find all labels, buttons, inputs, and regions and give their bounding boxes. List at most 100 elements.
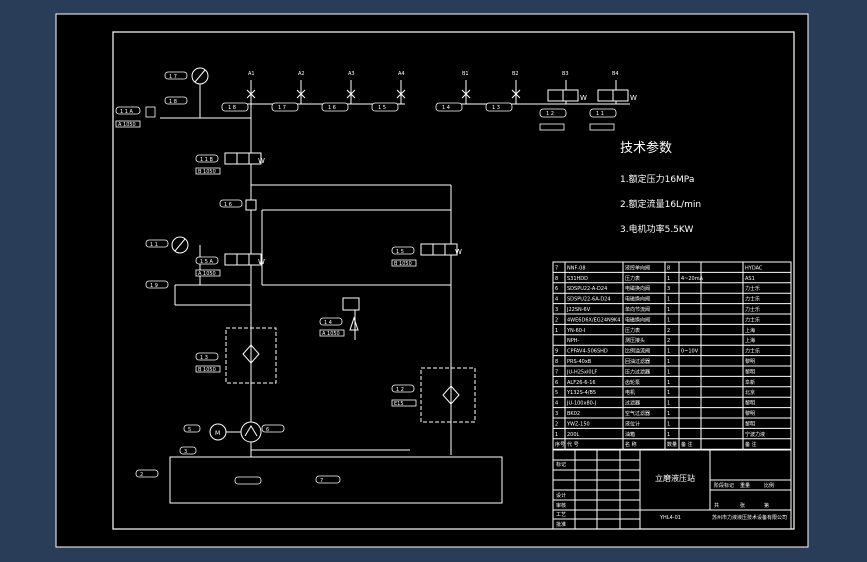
bom-header-cell: 备 注 bbox=[681, 441, 693, 448]
bom-cell: 1 bbox=[667, 297, 670, 303]
drawing-frame bbox=[112, 31, 795, 530]
tag-label: 1 5 bbox=[378, 105, 386, 111]
bom-cell: 1 bbox=[667, 411, 670, 417]
bom-cell: 2 bbox=[667, 338, 670, 344]
bom-cell: 电磁换向阀 bbox=[625, 316, 650, 323]
bom-header-cell: 数量 bbox=[667, 441, 677, 448]
bom-cell: 压力表 bbox=[625, 327, 640, 334]
notes-title: 技术参数 bbox=[620, 140, 672, 156]
company-name: 苏州市力液液压技术设备有限公司 bbox=[712, 514, 787, 521]
tb-label: 标记 bbox=[556, 461, 566, 468]
drawing-name: 立磨液压站 bbox=[655, 473, 695, 483]
tag-label: B 1050 bbox=[198, 169, 216, 175]
bom-cell: 6 bbox=[555, 380, 558, 386]
valve-label: A1 bbox=[248, 71, 255, 77]
bom-cell: 1 bbox=[667, 380, 670, 386]
note-1: 1.额定压力16MPa bbox=[620, 173, 694, 185]
bom-cell: 9 bbox=[555, 349, 558, 355]
valve-b3: W bbox=[547, 80, 587, 104]
tag-label: 2 bbox=[140, 472, 143, 478]
tag-label: 1 4 bbox=[442, 105, 450, 111]
bom-cell: 8 bbox=[667, 265, 670, 271]
bom-cell: 7 bbox=[555, 265, 558, 271]
bom-cell: 力士乐 bbox=[745, 306, 760, 313]
bom-cell: 液位计 bbox=[625, 420, 640, 427]
bom-cell: 6 bbox=[555, 286, 558, 292]
tb-label: 共 bbox=[714, 502, 719, 509]
tag-label: 1 2 bbox=[546, 111, 554, 117]
tag-label: 1 2 bbox=[396, 387, 404, 393]
tag-label: 1 1 A bbox=[120, 109, 134, 115]
bom-cell: 上海 bbox=[745, 327, 755, 334]
tb-label: 审核 bbox=[556, 502, 566, 509]
bom-cell: 黎明 bbox=[745, 358, 755, 365]
bom-cell: 力士乐 bbox=[745, 348, 760, 355]
bom-cell: 1 bbox=[555, 432, 558, 438]
bom-cell: JU-100x80-J bbox=[566, 401, 596, 407]
bom-cell: 0~10V bbox=[681, 349, 699, 355]
valve-b4: W bbox=[597, 80, 637, 104]
bom-cell: 2 bbox=[555, 421, 558, 427]
note-3: 3.电机功率5.5KW bbox=[620, 223, 693, 235]
note-2: 2.额定流量16L/min bbox=[620, 198, 701, 210]
solenoid-mark: W bbox=[258, 157, 265, 165]
tag-label: 1 9 bbox=[150, 283, 158, 289]
tag-label: A 1050 bbox=[198, 271, 216, 277]
bom-cell: HYDAC bbox=[745, 265, 763, 271]
tag-label: 7 bbox=[320, 478, 323, 484]
tag-label: A 1050 bbox=[322, 331, 340, 337]
solenoid-valve-upper: W bbox=[224, 152, 265, 165]
tag-label: 5 bbox=[188, 427, 191, 433]
bom-cell: 1 bbox=[667, 307, 670, 313]
valve-b1 bbox=[461, 80, 471, 104]
svg-text:W: W bbox=[580, 94, 587, 102]
tb-label: 张 bbox=[740, 502, 745, 509]
bom-cell: 1 bbox=[667, 317, 670, 323]
valve-label: A3 bbox=[348, 71, 355, 77]
tag-label: 6 bbox=[266, 427, 269, 433]
bom-cell: 回油过滤器 bbox=[625, 358, 650, 365]
bom-cell: 1 bbox=[667, 390, 670, 396]
bom-header-cell: 名 称 bbox=[625, 441, 637, 448]
bom-cell: 4 bbox=[555, 297, 558, 303]
tag-label: A 1050 bbox=[118, 122, 136, 128]
bom-cell: NPH- bbox=[567, 338, 580, 344]
tag-label: 1 5 bbox=[396, 249, 404, 255]
bom-cell: 1 bbox=[667, 369, 670, 375]
bom-cell: BK02 bbox=[567, 411, 580, 417]
bom-header-cell: 序号 bbox=[555, 441, 565, 448]
bom-cell: PRS-40xB bbox=[567, 359, 592, 365]
solenoid-valve-right: W bbox=[420, 243, 462, 256]
bom-cell: 宁波力液 bbox=[745, 431, 765, 438]
bom-cell: SDSPU22-A-D24 bbox=[567, 286, 607, 292]
bom-cell: 5 bbox=[555, 390, 558, 396]
bom-cell: 黎明 bbox=[745, 410, 755, 417]
tag-label: 1 6 bbox=[224, 202, 232, 208]
bom-cell: ALF26-6-16 bbox=[567, 380, 596, 386]
bom-cell: 测压接头 bbox=[625, 337, 645, 344]
bom-cell: 电磁换向阀 bbox=[625, 285, 650, 292]
bom-cell: 电磁换向阀 bbox=[625, 296, 650, 303]
tag-label: 1 3 bbox=[200, 355, 208, 361]
bom-cell: 黎明 bbox=[745, 420, 755, 427]
bom-cell: 单向节流阀 bbox=[625, 306, 650, 313]
tb-label: 阶段标记 bbox=[714, 482, 734, 489]
bom-cell: 过滤器 bbox=[625, 400, 640, 407]
tag-label: 1 6 bbox=[328, 105, 336, 111]
bom-cell: 1 bbox=[667, 401, 670, 407]
tag-label: E15 bbox=[394, 401, 404, 407]
tag-label: 1 7 bbox=[169, 74, 177, 80]
tag-label: 3 bbox=[184, 449, 187, 455]
bom-cell: 北京 bbox=[745, 389, 755, 396]
tb-label: 设计 bbox=[556, 492, 566, 499]
bom-cell: 3 bbox=[555, 307, 558, 313]
bom-cell: 空气过滤器 bbox=[625, 410, 650, 417]
bom-cell: 1 bbox=[667, 421, 670, 427]
tag-label: 1 1 B bbox=[200, 157, 214, 163]
bom-cell: 4WE6D6X/EG24N9K4 bbox=[567, 317, 620, 323]
tb-label: 工艺 bbox=[556, 512, 566, 518]
valve-b2 bbox=[511, 80, 521, 104]
drawing-code: YHL4-01 bbox=[659, 515, 681, 521]
tag-label: 1 1 bbox=[596, 111, 604, 117]
